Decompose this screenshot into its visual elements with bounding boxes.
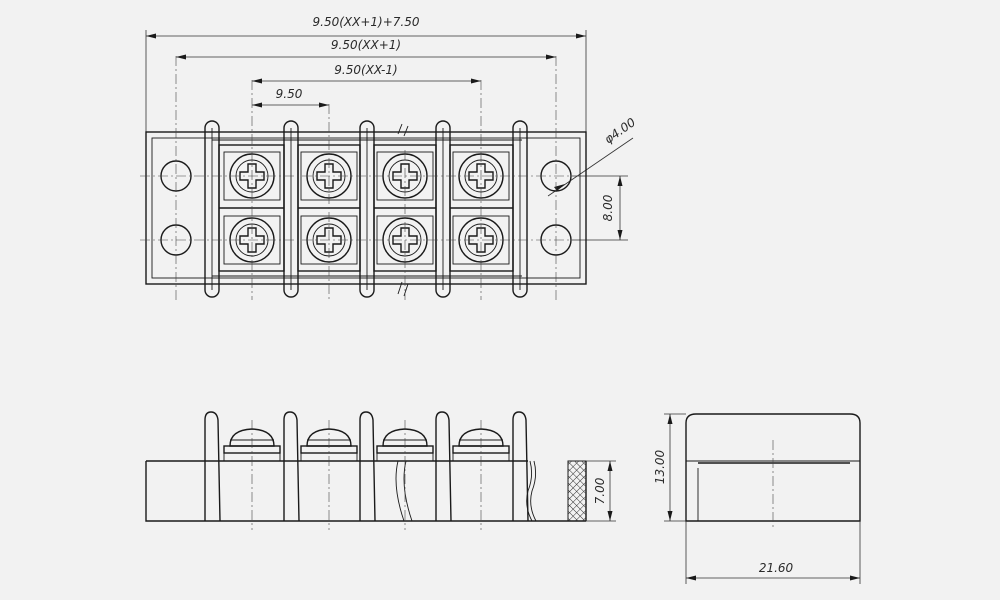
- terminal-cell-4: [449, 144, 514, 272]
- front-barrier-5: [512, 411, 529, 522]
- front-barrier-3: [359, 411, 376, 522]
- barrier-3: [359, 120, 375, 298]
- front-barrier-1: [204, 411, 221, 522]
- dimension-total-height: 13.00: [653, 413, 686, 522]
- front-break-mark: [395, 460, 413, 522]
- dimension-base-height: 7.00: [586, 460, 616, 522]
- front-barrier-2: [283, 411, 300, 522]
- terminal-cell-1: [218, 144, 285, 272]
- dim-label-inner-span: 9.50(XX-1): [334, 63, 397, 77]
- dim-label-row-spacing: 8.00: [601, 194, 615, 221]
- front-base-outline: [145, 460, 587, 522]
- front-barrier-4: [435, 411, 452, 522]
- dim-label-base-height: 7.00: [593, 477, 607, 504]
- dim-label-hole-diameter: φ4.00: [602, 115, 639, 147]
- dimension-inner-span: 9.50(XX-1): [252, 63, 481, 84]
- dim-label-total-length: 9.50(XX+1)+7.50: [313, 15, 420, 29]
- barrier-2: [283, 120, 299, 298]
- dimension-depth: 21.60: [685, 521, 861, 584]
- top-view: [140, 56, 587, 300]
- dimension-row-spacing: 8.00: [572, 175, 628, 241]
- front-view-centerlines: [251, 420, 482, 530]
- side-view: 13.00 21.60: [653, 413, 861, 584]
- dim-label-outer-span: 9.50(XX+1): [331, 38, 401, 52]
- dimension-pitch: 9.50: [252, 87, 329, 108]
- dim-label-total-height: 13.00: [653, 449, 667, 484]
- break-mark-top: [397, 123, 409, 297]
- barrier-5: [512, 120, 528, 298]
- dimension-outer-span: 9.50(XX+1): [176, 38, 556, 60]
- dim-label-pitch: 9.50: [276, 87, 303, 101]
- barrier-1: [204, 120, 220, 298]
- dim-label-depth: 21.60: [759, 561, 794, 575]
- front-view: 7.00: [145, 411, 616, 530]
- dimension-hole-diameter: φ4.00: [547, 115, 639, 197]
- base-plate-outline: [145, 131, 587, 285]
- top-view-centerlines: [140, 56, 572, 300]
- dimension-total-length: 9.50(XX+1)+7.50: [145, 15, 587, 132]
- side-body-outline: [685, 413, 861, 522]
- barrier-4: [435, 120, 451, 298]
